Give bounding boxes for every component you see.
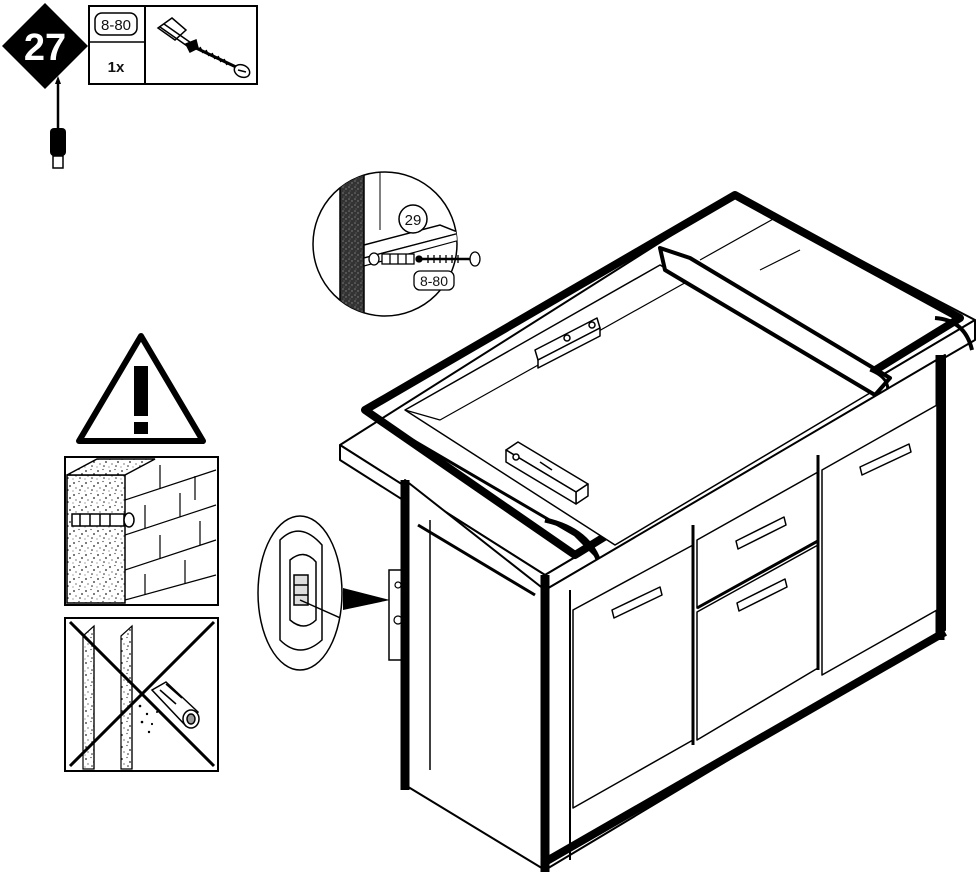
parts-box: 8-80 1x <box>88 5 258 85</box>
level-icon <box>534 317 601 369</box>
wall-bracket-detail: 29 8-80 <box>312 171 481 317</box>
warning-icon <box>76 333 206 444</box>
part-ref-label: 29 <box>405 212 422 229</box>
screwdriver-icon <box>50 76 66 169</box>
quantity-label: 1x <box>108 59 125 76</box>
level-icon <box>505 441 589 505</box>
step-badge: 27 <box>2 3 88 89</box>
dowel-screw-icon <box>156 17 251 79</box>
hinge-detail <box>257 515 408 671</box>
screw-code-label: 8-80 <box>420 273 448 289</box>
part-code-label: 8-80 <box>101 17 131 34</box>
hollow-wall-panel-crossed <box>64 617 219 772</box>
step-number: 27 <box>24 27 66 69</box>
cabinet <box>339 191 976 872</box>
solid-wall-panel <box>64 456 219 606</box>
